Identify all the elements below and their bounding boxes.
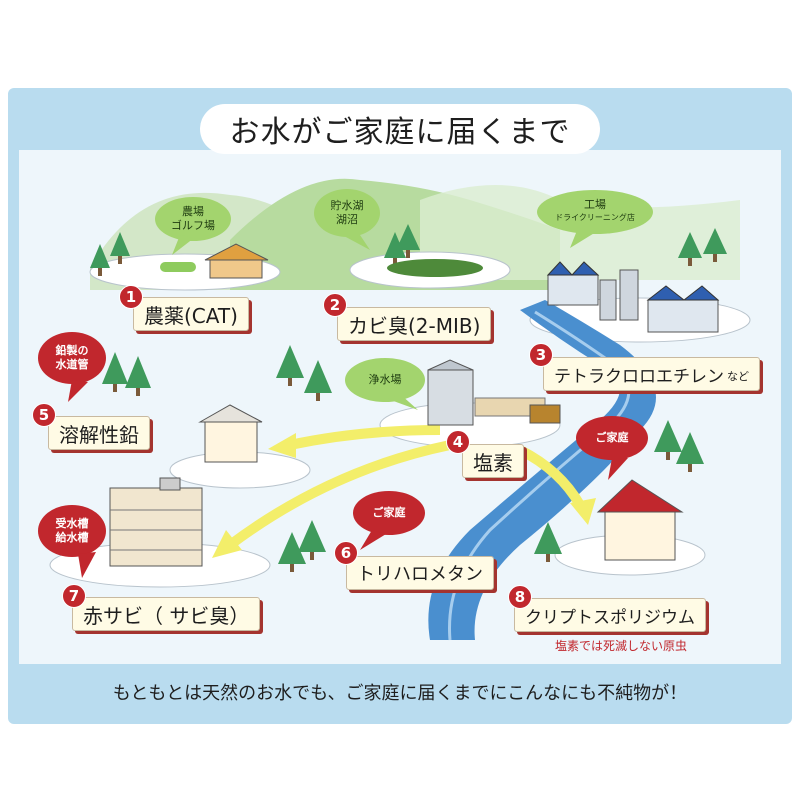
house-lead-pipe (198, 404, 263, 463)
bubble-factory: 工場 (584, 198, 606, 211)
bubble-home-6: ご家庭 (372, 506, 406, 519)
impurity-note: など (727, 370, 749, 383)
reservoir-lake (387, 259, 483, 277)
bubble-reservoir: 貯水湖 湖沼 (330, 199, 364, 226)
red-bubbles (38, 332, 648, 578)
arrow-to-building7 (227, 440, 452, 550)
impurity-label-8: クリプトスポリジウム (514, 598, 706, 632)
impurity-text: トリハロメタン (357, 564, 483, 585)
arrowhead-building7 (212, 530, 242, 558)
bubble-tank: 受水槽 給水槽 (55, 517, 89, 544)
impurity-label-3: テトラクロロエチレンなど (543, 357, 760, 391)
impurity-number-8: 8 (508, 585, 532, 609)
bubble-purification: 浄水場 (368, 373, 402, 386)
impurity-label-6: トリハロメタン (346, 556, 494, 590)
impurity-text: クリプトスポリジウム (525, 607, 695, 628)
page-title: お水がご家庭に届くまで (200, 104, 600, 154)
impurity-label-4: 塩素 (462, 444, 524, 478)
impurity-label-2: カビ臭(2-MIB) (337, 307, 492, 341)
impurity-text: 農薬(CAT) (144, 303, 238, 328)
impurity-label-5: 溶解性鉛 (48, 416, 150, 450)
impurity-number-5: 5 (32, 403, 56, 427)
bubble-factory-sub: ドライクリーニング店 (555, 213, 635, 222)
impurity-text: テトラクロロエチレン (554, 366, 724, 387)
arrowhead-house5 (268, 433, 296, 458)
footer-caption: もともとは天然のお水でも、ご家庭に届くまでにこんなにも不純物が！ (112, 683, 688, 704)
green-bubbles (155, 189, 653, 410)
impurity-number-7: 7 (62, 584, 86, 608)
impurity-number-6: 6 (334, 541, 358, 565)
impurity-label-7: 赤サビ（ サビ臭） (72, 597, 261, 631)
arrow-to-house8 (517, 445, 585, 508)
farm-house (160, 243, 269, 279)
arrow-to-house5 (288, 425, 441, 450)
apartment-building (109, 477, 203, 567)
impurity-number-1: 1 (119, 285, 143, 309)
trees (90, 224, 727, 572)
house-home (596, 479, 684, 561)
impurity-number-3: 3 (529, 343, 553, 367)
river (428, 300, 656, 640)
purification-plant (427, 359, 561, 426)
impurity-note-8: 塩素では死滅しない原虫 (555, 639, 688, 653)
bubble-farm: 農場 ゴルフ場 (171, 205, 215, 232)
impurity-number-2: 2 (323, 293, 347, 317)
impurity-label-1: 農薬(CAT) (133, 297, 249, 331)
factory (546, 261, 720, 333)
impurity-number-4: 4 (446, 430, 470, 454)
impurity-text: 塩素 (473, 450, 513, 475)
impurity-text: 赤サビ（ サビ臭） (83, 603, 250, 628)
impurity-text: カビ臭(2-MIB) (348, 313, 481, 338)
bubble-home-8: ご家庭 (595, 431, 629, 444)
impurity-text: 溶解性鉛 (59, 422, 139, 447)
arrowhead-house8 (570, 498, 596, 525)
bubble-lead-pipe: 鉛製の 水道管 (55, 344, 89, 371)
